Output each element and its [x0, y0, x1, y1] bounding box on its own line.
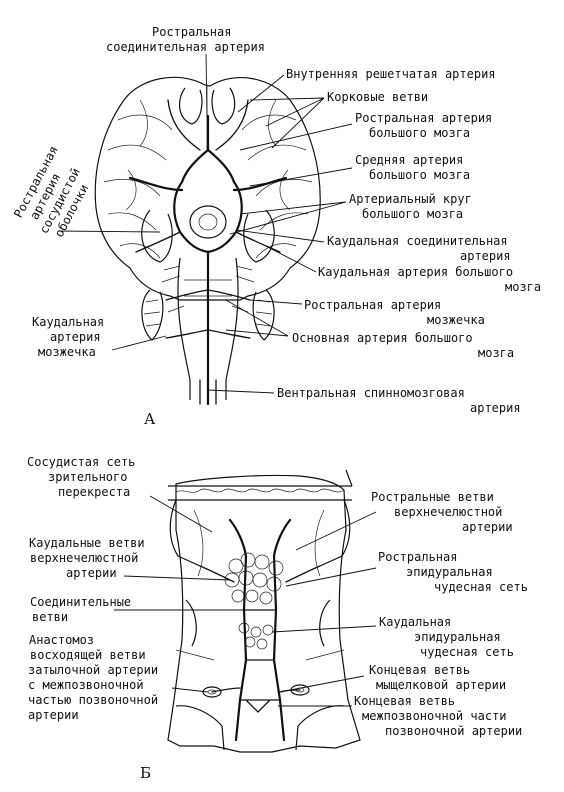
- label-arterial-circle-2: большого мозга: [362, 207, 463, 221]
- label-caudal-maxillary-branches-2: верхнечелюстной: [30, 551, 138, 565]
- label-connecting-branches-2: ветви: [32, 610, 68, 624]
- skull-drawing: [167, 469, 361, 753]
- label-rostral-cerebral-artery-2: большого мозга: [369, 126, 470, 140]
- label-rostral-communicating-artery: Ростральная: [152, 25, 231, 39]
- rete-dots: [224, 552, 284, 650]
- label-arterial-circle: Артериальный круг: [349, 192, 472, 206]
- label-basilar-artery-2: мозга: [478, 346, 514, 360]
- label-rostral-epidural-rete-3: чудесная сеть: [434, 580, 528, 594]
- label-rostral-cerebellar-artery-2: мозжечка: [427, 313, 485, 327]
- label-internal-ethmoidal-artery: Внутренняя решетчатая артерия: [286, 67, 496, 81]
- label-cortical-branches: Корковые ветви: [327, 90, 428, 104]
- label-anastomosis-5: частью позвоночной: [28, 693, 158, 707]
- label-rostral-maxillary-branches: Ростральные ветви: [371, 490, 494, 504]
- label-caudal-epidural-rete: Каудальная: [379, 615, 451, 629]
- label-connecting-branches: Соединительные: [30, 595, 131, 609]
- panel-a-letter: А: [144, 410, 156, 428]
- label-anastomosis-3: затылочной артерии: [28, 663, 158, 677]
- label-caudal-cerebellar-artery-2: артерия: [50, 330, 101, 344]
- label-ventral-spinal-artery-2: артерия: [470, 401, 521, 415]
- brain-drawing: [94, 76, 321, 406]
- label-anastomosis-2: восходящей ветви: [30, 648, 146, 662]
- label-optic-chiasm-network: Сосудистая сеть: [27, 455, 135, 469]
- label-rostral-maxillary-branches-3: артерии: [462, 520, 513, 534]
- panel-a: Ростральная соединительная артерия Внутр…: [11, 25, 541, 428]
- label-middle-cerebral-artery-2: большого мозга: [369, 168, 470, 182]
- label-caudal-cerebral-artery: Каудальная артерия большого: [318, 265, 513, 279]
- label-intervertebral-terminal-branch-2: межпозвоночной части: [362, 709, 507, 723]
- label-anastomosis-6: артерии: [28, 708, 79, 722]
- label-ventral-spinal-artery: Вентральная спинномозговая: [277, 386, 465, 400]
- label-caudal-maxillary-branches: Каудальные ветви: [29, 536, 145, 550]
- label-caudal-communicating-artery-2: артерия: [460, 249, 511, 263]
- label-middle-cerebral-artery: Средняя артерия: [355, 153, 463, 167]
- label-caudal-communicating-artery: Каудальная соединительная: [327, 234, 508, 248]
- label-caudal-cerebral-artery-2: мозга: [505, 280, 541, 294]
- label-rostral-cerebellar-artery: Ростральная артерия: [304, 298, 441, 312]
- panel-b-leaders: [114, 495, 377, 707]
- label-intervertebral-terminal-branch-3: позвоночной артерии: [385, 724, 522, 738]
- label-basilar-artery: Основная артерия большого: [292, 331, 473, 345]
- label-caudal-epidural-rete-3: чудесная сеть: [420, 645, 514, 659]
- label-optic-chiasm-network-2: зрительного: [48, 470, 127, 484]
- label-caudal-cerebellar-artery: Каудальная: [32, 315, 104, 329]
- label-optic-chiasm-network-3: перекреста: [58, 485, 130, 499]
- label-anastomosis: Анастомоз: [29, 633, 94, 647]
- label-rostral-epidural-rete: Ростральная: [378, 550, 457, 564]
- label-rostral-maxillary-branches-2: верхнечелюстной: [394, 505, 502, 519]
- label-intervertebral-terminal-branch: Концевая ветвь: [354, 694, 455, 708]
- label-rostral-cerebral-artery: Ростральная артерия: [355, 111, 492, 125]
- panel-b-letter: Б: [140, 764, 151, 782]
- label-caudal-cerebellar-artery-3: мозжечка: [38, 345, 96, 359]
- label-anastomosis-4: с межпозвоночной: [28, 678, 144, 692]
- label-caudal-maxillary-branches-3: артерии: [66, 566, 117, 580]
- label-rostral-epidural-rete-2: эпидуральная: [406, 565, 493, 579]
- label-condylar-terminal-branch: Концевая ветвь: [369, 663, 470, 677]
- label-rostral-choroid-artery: Ростральная артерия сосудистой оболочки: [11, 143, 91, 239]
- label-caudal-epidural-rete-2: эпидуральная: [414, 630, 501, 644]
- panel-a-leaders: [57, 53, 353, 394]
- panel-b: Сосудистая сеть зрительного перекреста Р…: [27, 455, 528, 782]
- label-condylar-terminal-branch-2: мыщелковой артерии: [376, 678, 506, 692]
- label-rostral-communicating-artery-2: соединительная артерия: [106, 40, 265, 54]
